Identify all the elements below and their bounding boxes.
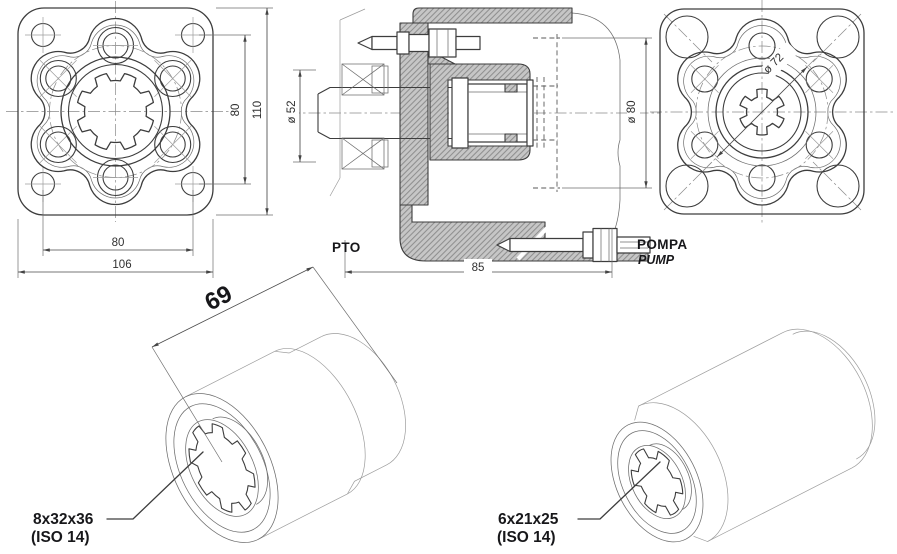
pto-coupling-iso-view: 69 8x32x36 (ISO 14) (31, 266, 406, 546)
pump-flange-view: ø 72 (650, 0, 895, 224)
hole-cross-marks (39, 45, 192, 178)
splined-shaft (451, 77, 558, 149)
dim-coupling-length-69: 69 (201, 280, 237, 316)
pto-coupling-iso-label: (ISO 14) (31, 529, 90, 546)
pump-coupling-leader (577, 461, 661, 520)
pump-hole-cross-marks (690, 64, 834, 160)
dim-pilot-dia-80: ø 80 (626, 100, 638, 123)
dim-bolt-h-80: 80 (112, 237, 125, 249)
dim-height-110: 110 (252, 101, 264, 119)
corner-holes (30, 22, 206, 197)
dim-depth-85: 85 (472, 262, 485, 274)
pump-coupling-iso-label: (ISO 14) (497, 529, 556, 546)
pump-bolt-holes (691, 32, 833, 192)
pto-label: PTO (332, 240, 361, 255)
dim-bolt-v-80: 80 (230, 104, 242, 117)
dim-width-106: 106 (112, 259, 131, 271)
pto-coupling-spline-label: 8x32x36 (33, 511, 94, 528)
cross-section-view: ø 52 ø 80 85 PTO POMPA PUMP (286, 7, 688, 278)
bottom-stud-bolt (496, 227, 651, 263)
pump-coupling-spline-label: 6x21x25 (498, 511, 559, 528)
pompa-label: POMPA (637, 237, 688, 252)
dim-seal-dia-52: ø 52 (286, 100, 298, 123)
top-stud-bolt (357, 28, 481, 58)
pto-coupling-leader (106, 451, 204, 520)
pump-coupling-iso-view: 6x21x25 (ISO 14) (497, 328, 876, 546)
pto-flange-front-view: 80 106 80 110 (6, 1, 273, 278)
pump-label: PUMP (638, 253, 675, 267)
bearing-symbols (341, 63, 389, 170)
